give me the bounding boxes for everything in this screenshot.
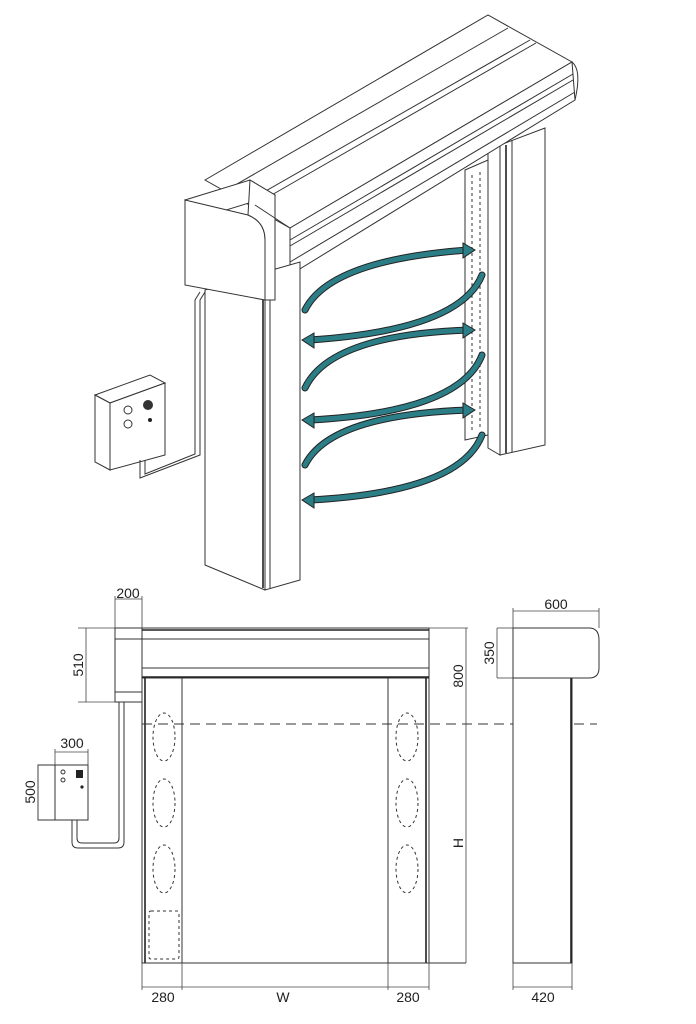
isometric-view [93,14,579,591]
dim-box-width: 200 [116,585,140,601]
dim-box-height: 510 [70,653,86,677]
guide-rail-holes [471,172,481,430]
dim-side-header-height: 350 [481,641,497,665]
front-view [37,627,597,964]
side-view [512,627,600,964]
dim-post-width-right: 280 [396,989,420,1005]
left-post [204,261,301,591]
dim-control-box-height: 500 [22,780,38,804]
dimension-labels: 200 510 300 500 800 H 280 W 280 600 350 … [22,585,568,1005]
dim-control-box-width: 300 [60,735,84,751]
dim-header-height: 800 [450,664,466,688]
control-box-front [37,702,125,849]
header-beam [203,14,579,276]
dim-opening-height: H [450,838,466,848]
dim-post-width-left: 280 [151,989,175,1005]
control-box-iso [93,291,206,479]
dim-opening-width: W [276,989,290,1005]
right-post [464,127,546,456]
airflow-arrows [301,242,486,509]
dim-side-post-depth: 420 [531,989,555,1005]
airbag-outlines [148,712,419,960]
dim-side-header-depth: 600 [544,596,568,612]
motor-end-box [183,179,291,301]
dimension-lines [37,596,600,990]
